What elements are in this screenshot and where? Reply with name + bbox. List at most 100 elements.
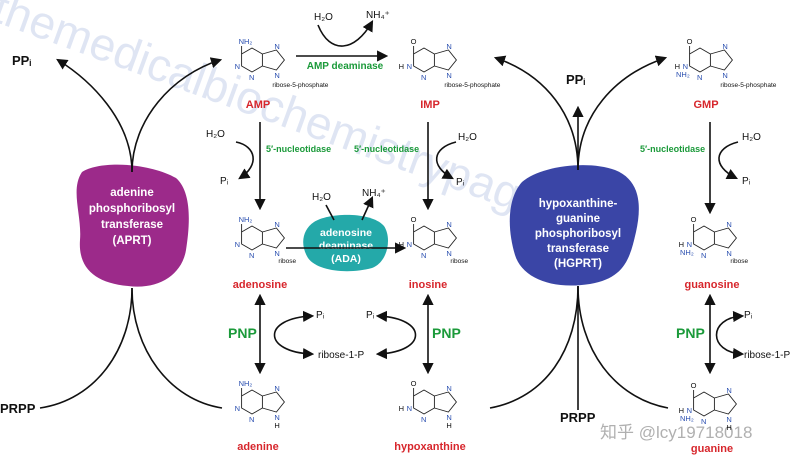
guanine-structure-c2-nh2: NH₂ <box>680 414 694 423</box>
amp-deaminase-label: AMP deaminase <box>307 61 384 72</box>
inosine-structure-ring6 <box>413 225 435 251</box>
ribose1p-right-label: ribose-1-P <box>744 350 790 361</box>
guanosine-structure-c2-nh2: NH₂ <box>680 248 694 257</box>
adenine-structure-n3: N <box>249 415 254 424</box>
guanosine-structure-n9: N <box>726 249 731 258</box>
adenosine-structure-n9: N <box>274 249 279 258</box>
ppi-right-label: PPᵢ <box>566 72 585 87</box>
aprt-label-3: transferase <box>101 219 163 231</box>
gmp-structure-ring5 <box>710 49 733 71</box>
ppi-left-label: PPᵢ <box>12 53 31 68</box>
credit-watermark: 知乎 @lcy19718018 <box>600 423 752 442</box>
hgprt-arc-from-hypoxanthine <box>489 285 579 409</box>
h2o-gmp-nucleotidase: H₂O <box>742 132 761 143</box>
pi-imp-nucleotidase: Pᵢ <box>456 177 465 188</box>
adenine-structure-h9: H <box>274 421 279 430</box>
nh4-ada: NH₄⁺ <box>362 188 386 199</box>
hgprt-arc-from-guanine <box>577 285 669 409</box>
imp-structure-ring6 <box>413 47 435 73</box>
pi-pnp-left: Pᵢ <box>316 310 325 321</box>
hypoxanthine-structure-n3: N <box>421 415 426 424</box>
guanosine-label: guanosine <box>684 279 739 291</box>
guanine-structure-n1: N <box>687 406 692 415</box>
guanine-structure-o: O <box>691 381 697 390</box>
aprt-arc-to-amp <box>131 57 223 173</box>
aprt-arc-from-adenine <box>131 287 223 409</box>
guanosine-structure-n3: N <box>701 251 706 260</box>
imp-structure-ring5 <box>434 49 457 71</box>
hypoxanthine-structure-n7: N <box>446 384 451 393</box>
hgprt-label-5: (HGPRT) <box>554 258 602 270</box>
adenosine-structure-n1: N <box>235 240 240 249</box>
ada-label-1: adenosine <box>320 227 372 239</box>
adenine-structure-ring6 <box>241 389 263 415</box>
hypoxanthine-structure-n9: N <box>446 413 451 422</box>
hgprt-label-1: hypoxanthine- <box>539 198 618 210</box>
hypoxanthine-label: hypoxanthine <box>394 441 466 453</box>
adenosine-structure-ribose: ribose <box>278 258 296 265</box>
nh4-amp-deaminase: NH₄⁺ <box>366 10 390 21</box>
hypoxanthine-structure-h1: H <box>399 404 404 413</box>
gmp-structure-n3: N <box>697 73 702 82</box>
guanosine-structure-n7: N <box>726 220 731 229</box>
pnp-left-label: PNP <box>228 325 257 341</box>
inosine-structure-n9: N <box>446 249 451 258</box>
hgprt-label-4: transferase <box>547 243 609 255</box>
hypoxanthine-structure-o: O <box>411 379 417 388</box>
nucleotidase-gmp-label: 5′-nucleotidase <box>640 144 705 154</box>
h2o-amp-deaminase: H₂O <box>314 12 333 23</box>
inosine-label: inosine <box>409 279 448 291</box>
guanine-structure-h9: H <box>726 423 731 432</box>
hypoxanthine-structure-ring5 <box>434 391 457 413</box>
gmp-label: GMP <box>693 99 718 111</box>
adenine-label: adenine <box>237 441 279 453</box>
pnp-mid-label: PNP <box>432 325 461 341</box>
adenosine-structure-nh2: NH₂ <box>239 215 253 224</box>
hgprt-label-3: phosphoribosyl <box>535 228 621 240</box>
ribose1p-label: ribose-1-P <box>318 350 364 361</box>
imp-label: IMP <box>420 99 440 111</box>
amp-structure-n9: N <box>274 71 279 80</box>
ada-h2o-line <box>325 204 335 221</box>
ada-blob <box>303 214 388 272</box>
aprt-label-4: (APRT) <box>113 235 152 247</box>
aprt-arc-to-ppi <box>56 58 133 173</box>
hypoxanthine-structure-h9: H <box>446 421 451 430</box>
guanosine-structure-n1: N <box>687 240 692 249</box>
amp-structure-n7: N <box>274 42 279 51</box>
adenosine-structure-n7: N <box>274 220 279 229</box>
hgprt-arc-to-imp <box>493 55 579 171</box>
adenine-structure-n1: N <box>235 404 240 413</box>
adenine-structure-ring5 <box>262 391 285 413</box>
nucleotidase-amp-label: 5′-nucleotidase <box>266 144 331 154</box>
ada-label-2: deaminase <box>319 240 373 252</box>
nucleotidase-imp-label: 5′-nucleotidase <box>354 144 419 154</box>
guanine-structure-ring6 <box>693 391 715 417</box>
adenosine-structure-ring5 <box>262 227 285 249</box>
gmp-nucleotidase-side-arc <box>718 141 739 180</box>
amp-nucleotidase-side-arc <box>235 141 254 180</box>
guanine-structure-ring5 <box>714 393 737 415</box>
imp-structure-ribose5p: ribose-5-phosphate <box>444 82 500 89</box>
h2o-ada: H₂O <box>312 192 331 203</box>
h2o-imp-nucleotidase: H₂O <box>458 132 477 143</box>
pnp-right-label: PNP <box>676 325 705 341</box>
inosine-structure-n7: N <box>446 220 451 229</box>
amp-structure-n1: N <box>235 62 240 71</box>
guanosine-structure-ribose: ribose <box>730 258 748 265</box>
aprt-label-2: phosphoribosyl <box>89 203 175 215</box>
pnp-right-side-arc <box>715 310 745 360</box>
imp-structure-n3: N <box>421 73 426 82</box>
guanine-structure-h1: H <box>679 406 684 415</box>
pnp-mid-side-arc <box>375 310 417 360</box>
inosine-structure-o: O <box>411 215 417 224</box>
ada-nh4-arrow <box>361 195 374 221</box>
gmp-structure-ribose5p: ribose-5-phosphate <box>720 82 776 89</box>
imp-structure-o: O <box>411 37 417 46</box>
amp-structure-ribose5p: ribose-5-phosphate <box>272 82 328 89</box>
prpp-left-label: PRPP <box>0 401 36 416</box>
aprt-arc-from-prpp <box>39 287 133 409</box>
amp-structure-nh2: NH₂ <box>239 37 253 46</box>
guanosine-structure-o: O <box>691 215 697 224</box>
